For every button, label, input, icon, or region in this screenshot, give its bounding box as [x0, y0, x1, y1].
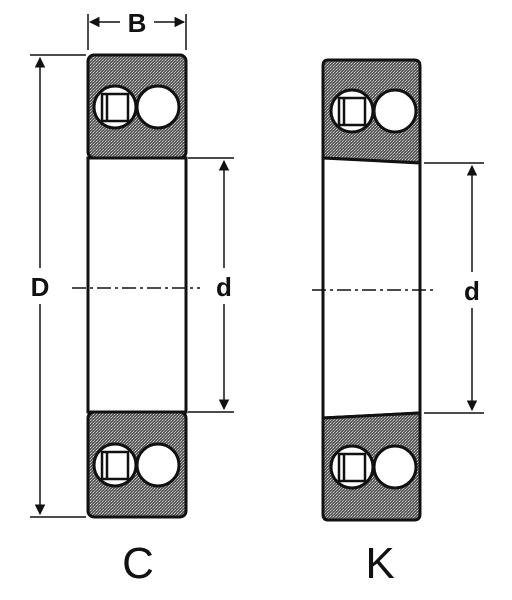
bearing-k-bottom-rolling-elements	[329, 444, 418, 490]
bearing-c	[72, 53, 200, 519]
dimension-b	[87, 14, 187, 50]
bearing-k-top-rolling-elements	[329, 88, 418, 134]
bearing-c-bottom-rolling-elements	[92, 442, 181, 488]
dimension-d-outer	[30, 54, 86, 518]
dimension-d-bore-left-label: d	[216, 272, 232, 302]
bearing-c-bore	[86, 156, 188, 414]
bearing-k	[312, 58, 434, 522]
dimension-b-label: B	[128, 8, 147, 38]
variant-k-label: K	[365, 539, 394, 588]
bearing-c-top-rolling-elements	[92, 84, 181, 130]
dimension-d-outer-label: D	[31, 272, 50, 302]
dimension-d-bore-right	[424, 162, 484, 414]
dimension-d-bore-left	[188, 157, 234, 413]
bearing-k-bore	[321, 156, 422, 420]
variant-c-label: C	[122, 539, 154, 588]
dimension-d-bore-right-label: d	[464, 276, 480, 306]
